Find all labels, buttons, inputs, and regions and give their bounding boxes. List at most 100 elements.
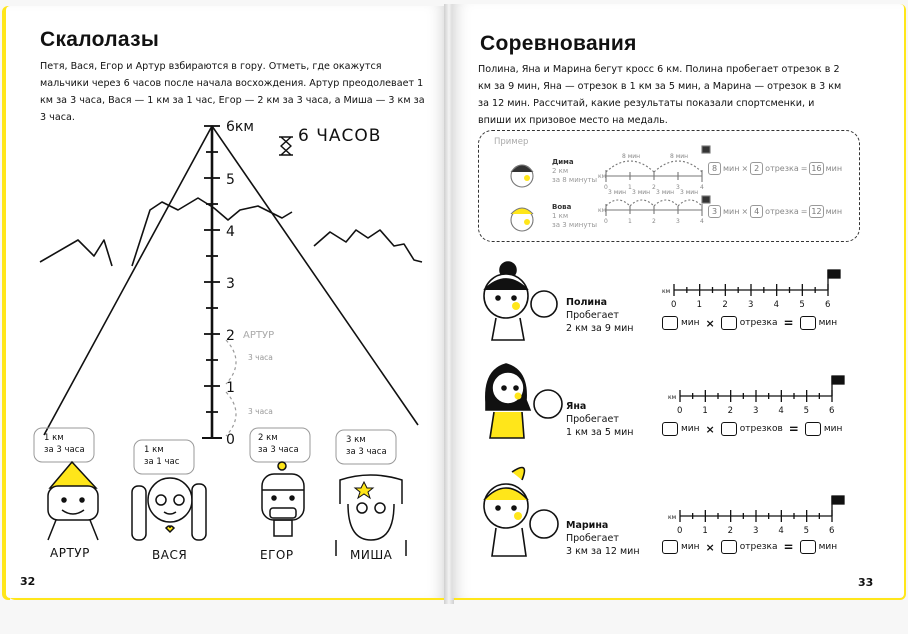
- track-tick-label: 6: [825, 300, 830, 310]
- example-seg-2a: 3 мин: [608, 189, 626, 196]
- scale-label-5: 5: [226, 172, 235, 188]
- runner-yana-info: Яна Пробегает 1 км за 5 мин: [566, 401, 634, 438]
- answer-box-segments[interactable]: [720, 316, 737, 330]
- example-seg-2d: 3 мин: [680, 189, 698, 196]
- example-tick-1-3: 3: [676, 184, 680, 191]
- example-km-1: км: [598, 173, 606, 180]
- axis-ticks: [204, 125, 220, 413]
- bubble-text-egor: 2 км за 3 часа: [258, 433, 299, 455]
- example-seg-1a: 8 мин: [622, 153, 640, 160]
- scale-label-6: 6км: [226, 119, 254, 135]
- scale-label-2: 2: [226, 328, 235, 344]
- example-tick-1-2: 2: [652, 184, 656, 191]
- track-tick-label: 5: [804, 406, 809, 416]
- segment-label-1: 3 часа: [248, 353, 273, 362]
- example-tick-2-4: 4: [700, 218, 704, 225]
- runner-yana-figure: [485, 363, 563, 439]
- artur-arc-2: [225, 391, 237, 437]
- example-vova: Вова 1 км за 3 минуты: [552, 203, 598, 229]
- track-tick-label: 1: [697, 300, 702, 310]
- left-page-title: Скалолазы: [40, 28, 160, 51]
- artur-marker: АРТУР: [243, 330, 274, 341]
- track-tick-label: 5: [804, 526, 809, 536]
- right-hills: [313, 229, 423, 263]
- snow-line: [131, 197, 293, 267]
- answer-row-marina: мин× отрезка= мин: [662, 540, 837, 554]
- climber-name-artur: АРТУР: [50, 546, 90, 560]
- answer-row-polina: мин× отрезка= мин: [662, 316, 837, 330]
- track-tick-label: 2: [728, 406, 733, 416]
- track-tick-label: 1: [702, 406, 707, 416]
- track-tick-label: 4: [774, 300, 779, 310]
- track-tick-label: 2: [728, 526, 733, 536]
- page-number-left: 32: [20, 575, 36, 588]
- answer-box-total[interactable]: [799, 540, 816, 554]
- runner-polina-info: Полина Пробегает 2 км за 9 мин: [566, 297, 634, 334]
- bubble-text-misha: 3 км за 3 часа: [346, 435, 387, 457]
- runner-marina-info: Марина Пробегает 3 км за 12 мин: [566, 520, 640, 557]
- track-tick-label: 1: [702, 526, 707, 536]
- answer-box-minutes[interactable]: [662, 540, 678, 554]
- track-tick-label: 0: [677, 406, 682, 416]
- track-km-label: км: [662, 288, 670, 295]
- right-page-title: Соревнования: [480, 32, 637, 55]
- answer-box-segments[interactable]: [720, 540, 737, 554]
- bubble-text-artur: 1 км за 3 часа: [44, 433, 85, 455]
- runner-tracks: [673, 269, 845, 522]
- answer-row-yana: мин× отрезков= мин: [662, 422, 842, 436]
- track-tick-label: 0: [677, 526, 682, 536]
- track-tick-label: 6: [829, 526, 834, 536]
- example-box: [478, 130, 860, 242]
- bubble-vasya: [133, 439, 195, 475]
- answer-box-minutes[interactable]: [662, 422, 678, 436]
- example-seg-2b: 3 мин: [632, 189, 650, 196]
- example-seg-1b: 8 мин: [670, 153, 688, 160]
- left-hills: [39, 239, 113, 267]
- example-answer-dima: 8 мин× 2 отрезка= 16 мин: [708, 162, 842, 175]
- track-tick-label: 0: [671, 300, 676, 310]
- climber-misha: [335, 474, 407, 556]
- answer-box-minutes[interactable]: [662, 316, 678, 330]
- track-tick-label: 6: [829, 406, 834, 416]
- example-tick-1-0: 0: [604, 184, 608, 191]
- book-spine: [444, 4, 454, 604]
- track-km-label: км: [668, 394, 676, 401]
- finish-flag-icon: [827, 269, 841, 279]
- example-tick-2-1: 1: [628, 218, 632, 225]
- hourglass-icon: [279, 136, 293, 156]
- six-hours-label: 6 ЧАСОВ: [298, 126, 382, 146]
- right-page-intro: Полина, Яна и Марина бегут кросс 6 км. П…: [478, 64, 842, 126]
- page-number-right: 33: [858, 576, 874, 589]
- climber-artur: [47, 460, 99, 541]
- example-tick-2-3: 3: [676, 218, 680, 225]
- scale-label-1: 1: [226, 380, 235, 396]
- answer-box-total[interactable]: [804, 422, 821, 436]
- track-tick-label: 4: [778, 406, 783, 416]
- bubble-artur: [33, 427, 95, 463]
- bubble-misha: [335, 429, 397, 465]
- climber-vasya: [131, 477, 207, 541]
- example-seg-2c: 3 мин: [656, 189, 674, 196]
- track-tick-label: 5: [799, 300, 804, 310]
- runner-marina-figure: [483, 466, 559, 557]
- example-dima: Дима 2 км за 8 минуты: [552, 158, 598, 184]
- answer-box-segments[interactable]: [720, 422, 737, 436]
- track-tick-label: 3: [748, 300, 753, 310]
- answer-box-total[interactable]: [799, 316, 816, 330]
- example-label: Пример: [494, 137, 529, 147]
- climber-name-vasya: ВАСЯ: [152, 548, 188, 562]
- example-tick-1-1: 1: [628, 184, 632, 191]
- left-page-intro: Петя, Вася, Егор и Артур взбираются в го…: [40, 61, 425, 123]
- track-km-label: км: [668, 514, 676, 521]
- segment-label-2: 3 часа: [248, 407, 273, 416]
- example-tick-1-4: 4: [700, 184, 704, 191]
- scale-label-0: 0: [226, 432, 235, 448]
- scale-label-4: 4: [226, 224, 235, 240]
- scale-label-3: 3: [226, 276, 235, 292]
- bubble-text-vasya: 1 км за 1 час: [144, 445, 180, 467]
- climber-egor: [261, 461, 305, 537]
- track-tick-label: 4: [778, 526, 783, 536]
